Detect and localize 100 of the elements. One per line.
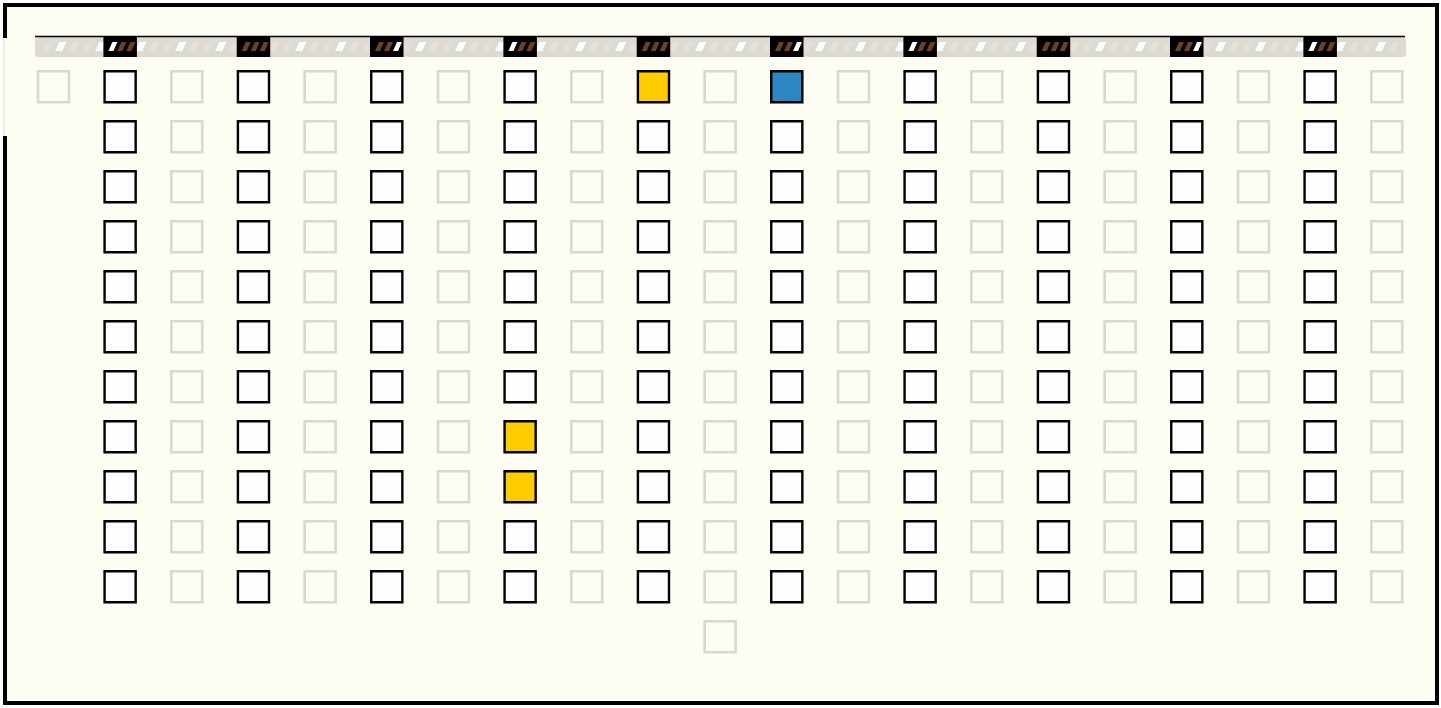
faint-square bbox=[303, 170, 337, 204]
faint-square bbox=[570, 120, 604, 154]
faint-square bbox=[836, 270, 871, 304]
faint-square bbox=[836, 420, 871, 454]
square bbox=[770, 570, 804, 604]
square bbox=[770, 370, 804, 404]
faint-square bbox=[970, 320, 1004, 354]
square bbox=[103, 120, 137, 154]
square bbox=[236, 370, 271, 404]
faint-square bbox=[970, 70, 1004, 104]
square bbox=[503, 570, 537, 604]
faint-square bbox=[436, 170, 471, 204]
faint-square bbox=[170, 120, 204, 154]
square bbox=[503, 70, 537, 104]
square bbox=[370, 570, 404, 604]
faint-square bbox=[303, 420, 337, 454]
square bbox=[770, 220, 804, 254]
faint-square bbox=[1236, 470, 1271, 504]
square bbox=[103, 70, 137, 104]
square bbox=[1303, 570, 1337, 604]
faint-square bbox=[703, 470, 737, 504]
square bbox=[103, 570, 137, 604]
faint-square bbox=[303, 370, 337, 404]
square bbox=[236, 420, 271, 454]
faint-square bbox=[1103, 220, 1137, 254]
square bbox=[1170, 120, 1204, 154]
square bbox=[903, 70, 937, 104]
square bbox=[770, 270, 804, 304]
square bbox=[236, 220, 271, 254]
square bbox=[903, 270, 937, 304]
faint-square bbox=[703, 70, 737, 104]
faint-square bbox=[170, 270, 204, 304]
square bbox=[1036, 570, 1071, 604]
square bbox=[236, 520, 271, 554]
square bbox=[1036, 170, 1071, 204]
square bbox=[1170, 520, 1204, 554]
faint-square bbox=[836, 570, 871, 604]
square bbox=[103, 370, 137, 404]
square bbox=[636, 470, 671, 504]
faint-square bbox=[703, 220, 737, 254]
faint-square bbox=[1370, 120, 1404, 154]
faint-square bbox=[170, 420, 204, 454]
faint-square bbox=[703, 420, 737, 454]
faint-square bbox=[1370, 420, 1404, 454]
faint-square bbox=[436, 570, 471, 604]
faint-square bbox=[1236, 220, 1271, 254]
square bbox=[103, 270, 137, 304]
faint-square bbox=[570, 320, 604, 354]
faint-square bbox=[170, 220, 204, 254]
faint-square bbox=[436, 420, 471, 454]
faint-square bbox=[436, 120, 471, 154]
square bbox=[1303, 420, 1337, 454]
faint-square bbox=[970, 270, 1004, 304]
faint-square bbox=[703, 170, 737, 204]
square bbox=[503, 520, 537, 554]
faint-square bbox=[703, 270, 737, 304]
faint-square bbox=[1370, 320, 1404, 354]
square bbox=[370, 70, 404, 104]
square bbox=[1303, 220, 1337, 254]
faint-square bbox=[170, 520, 204, 554]
square bbox=[236, 270, 271, 304]
square bbox=[1036, 320, 1071, 354]
faint-square bbox=[170, 320, 204, 354]
square bbox=[503, 220, 537, 254]
square bbox=[636, 570, 671, 604]
square bbox=[503, 120, 537, 154]
faint-square bbox=[1103, 470, 1137, 504]
faint-square bbox=[570, 70, 604, 104]
square bbox=[370, 520, 404, 554]
faint-square bbox=[36, 70, 71, 104]
faint-square bbox=[1236, 420, 1271, 454]
square bbox=[903, 420, 937, 454]
faint-square bbox=[436, 370, 471, 404]
faint-square bbox=[970, 220, 1004, 254]
faint-square bbox=[436, 70, 471, 104]
square bbox=[370, 270, 404, 304]
square bbox=[903, 120, 937, 154]
faint-square bbox=[1236, 520, 1271, 554]
faint-square bbox=[303, 570, 337, 604]
square bbox=[903, 320, 937, 354]
square bbox=[636, 420, 671, 454]
faint-square bbox=[436, 470, 471, 504]
square bbox=[103, 220, 137, 254]
faint-square bbox=[1103, 570, 1137, 604]
faint-square bbox=[836, 320, 871, 354]
square bbox=[503, 320, 537, 354]
square bbox=[903, 370, 937, 404]
faint-square bbox=[1370, 70, 1404, 104]
faint-square bbox=[703, 620, 737, 654]
square bbox=[770, 320, 804, 354]
square bbox=[103, 470, 137, 504]
square bbox=[1036, 470, 1071, 504]
faint-square bbox=[970, 170, 1004, 204]
faint-square bbox=[303, 270, 337, 304]
square bbox=[770, 170, 804, 204]
square bbox=[236, 170, 271, 204]
faint-square bbox=[1103, 170, 1137, 204]
faint-square bbox=[303, 520, 337, 554]
square bbox=[1303, 120, 1337, 154]
square bbox=[903, 470, 937, 504]
